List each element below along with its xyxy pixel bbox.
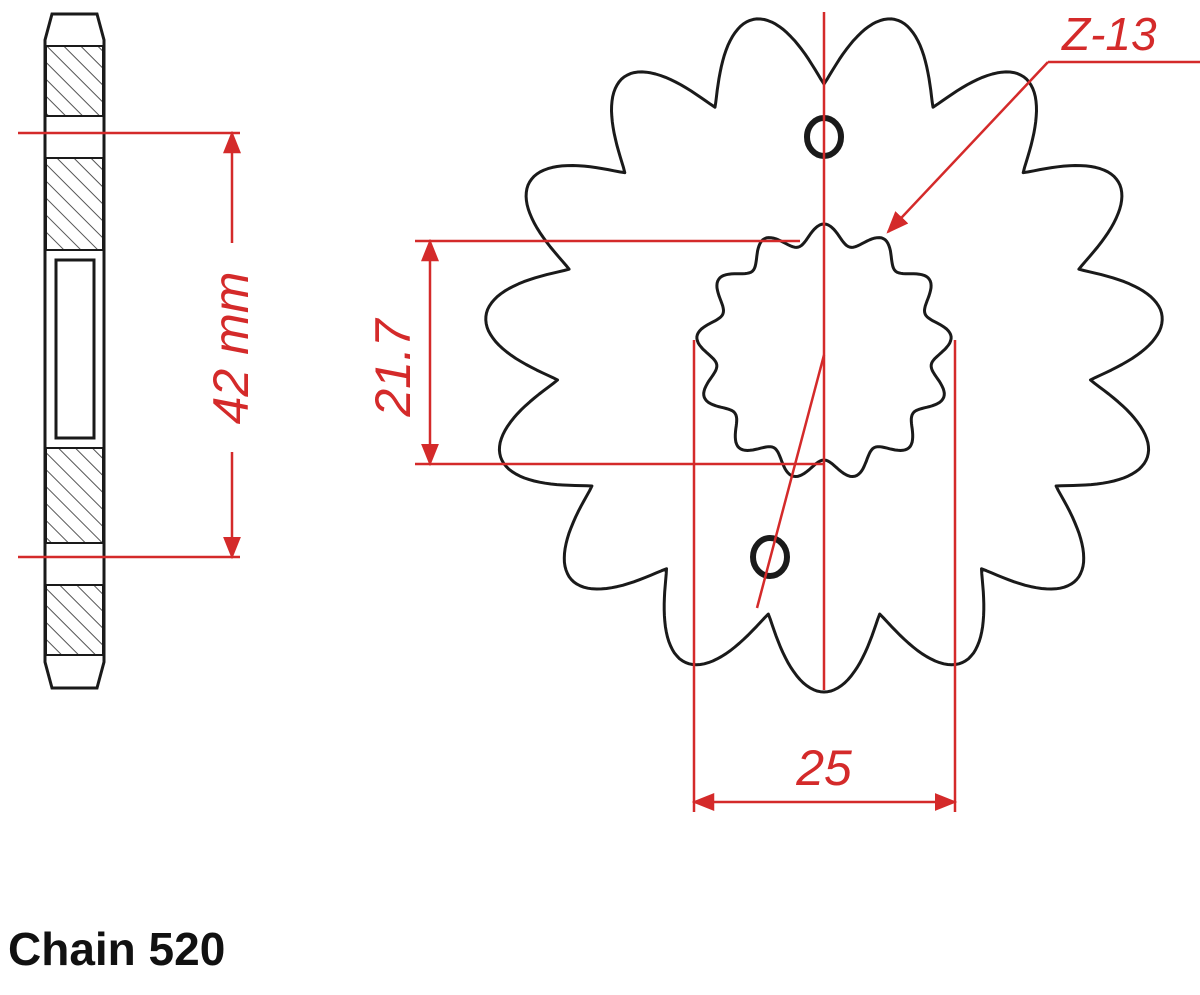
side-view <box>43 12 106 690</box>
spline-diameter-label: 21.7 <box>365 317 421 418</box>
hub-width-label: 42 mm <box>203 272 259 425</box>
hatch-section-upper <box>45 157 104 251</box>
tooth-count-leader: Z-13 <box>886 8 1200 234</box>
hatch-section-lower <box>45 447 104 544</box>
hatch-section-top <box>45 45 104 117</box>
chain-size-caption: Chain 520 <box>8 923 226 975</box>
bolt-hole-bottom <box>750 535 790 579</box>
hub-width-dimension: 42 mm <box>18 130 259 560</box>
bore-width-dimension: 25 <box>691 340 958 812</box>
tooth-count-label: Z-13 <box>1061 8 1157 60</box>
side-view-bore <box>54 258 96 440</box>
bore-width-label: 25 <box>795 740 852 796</box>
diagonal-centre-line <box>755 354 826 609</box>
hatch-section-bottom <box>45 584 104 656</box>
spline-diameter-dimension: 21.7 <box>365 238 824 467</box>
sprocket-outline <box>484 17 1164 694</box>
